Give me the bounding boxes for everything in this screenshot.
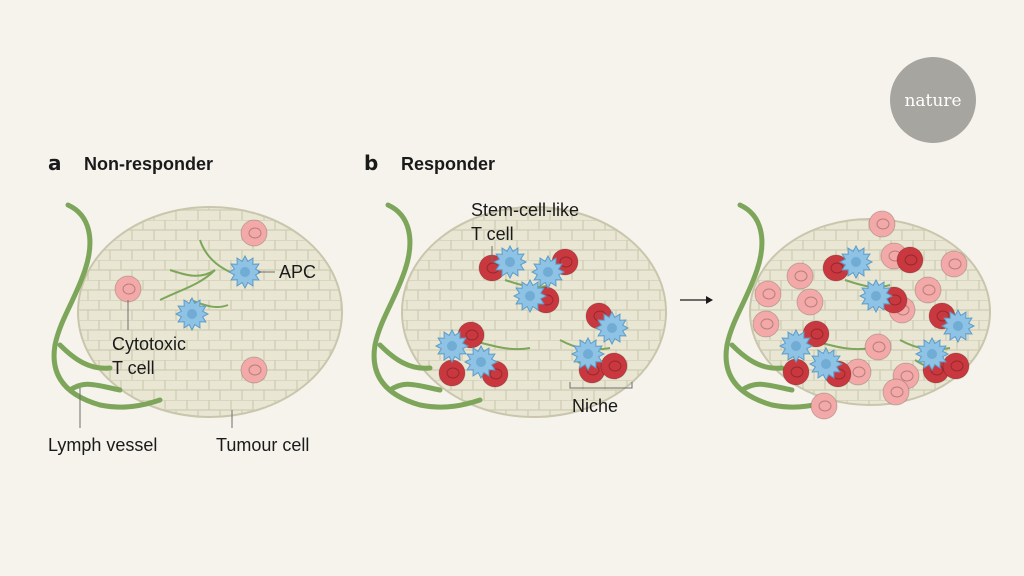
stem-like-t-cell [600,352,628,380]
cytotoxic-t-cell [754,280,782,308]
tumour-b [401,206,667,418]
arrow-right-icon [680,296,713,304]
stem-label-line1: Stem-cell-like [471,200,579,220]
panel-a-title: Non-responder [84,154,213,174]
cytotoxic-t-cell [114,275,142,303]
stem-label-line2: T cell [471,224,514,244]
cytotoxic-t-cell [240,219,268,247]
cytotoxic-t-cell [864,333,892,361]
nature-logo: nature [890,57,976,143]
cytotoxic-t-cell [786,262,814,290]
apc-cell [492,244,528,280]
cytotoxic-t-cell [240,356,268,384]
panel-a-letter: a [48,151,62,175]
apc-cell [512,278,548,314]
stem-like-t-cell [942,352,970,380]
apc-cell [778,328,814,364]
logo-text: nature [904,91,961,111]
stem-like-t-cell [896,246,924,274]
tumour-a [77,206,343,418]
stem-like-t-cell [438,359,466,387]
lymph-vessel-label: Lymph vessel [48,435,157,455]
cytotoxic-t-cell [940,250,968,278]
tumour-cell-label: Tumour cell [216,435,309,455]
apc-cell [570,336,606,372]
apc-cell [227,254,263,290]
cytotoxic-t-cell [796,288,824,316]
apc-cell [940,308,976,344]
niche-bracket [569,382,633,389]
apc-cell [858,278,894,314]
lymph-vessel-a [51,202,163,410]
apc-cell [808,346,844,382]
cytotoxic-t-cell [882,378,910,406]
niche-label: Niche [572,396,618,416]
lymph-vessel-b [371,202,483,410]
apc-label: APC [279,262,316,282]
apc-cell [434,328,470,364]
cytotoxic-t-cell [810,392,838,420]
stem-like-t-cell [782,358,810,386]
cytotoxic-t-cell [868,210,896,238]
panel-b-letter: b [364,151,378,175]
lymph-vessel-b-expanded [723,202,835,410]
apc-cell [838,244,874,280]
cytotoxic-label-line2: T cell [112,358,155,378]
cytotoxic-t-cell [914,276,942,304]
cytotoxic-label-line1: Cytotoxic [112,334,186,354]
apc-cell [174,296,210,332]
apc-cell [463,344,499,380]
cells-layer [114,210,976,420]
cytotoxic-t-cell [752,310,780,338]
panel-b-title: Responder [401,154,495,174]
apc-cell [914,336,950,372]
apc-cell [530,254,566,290]
apc-cell [594,310,630,346]
